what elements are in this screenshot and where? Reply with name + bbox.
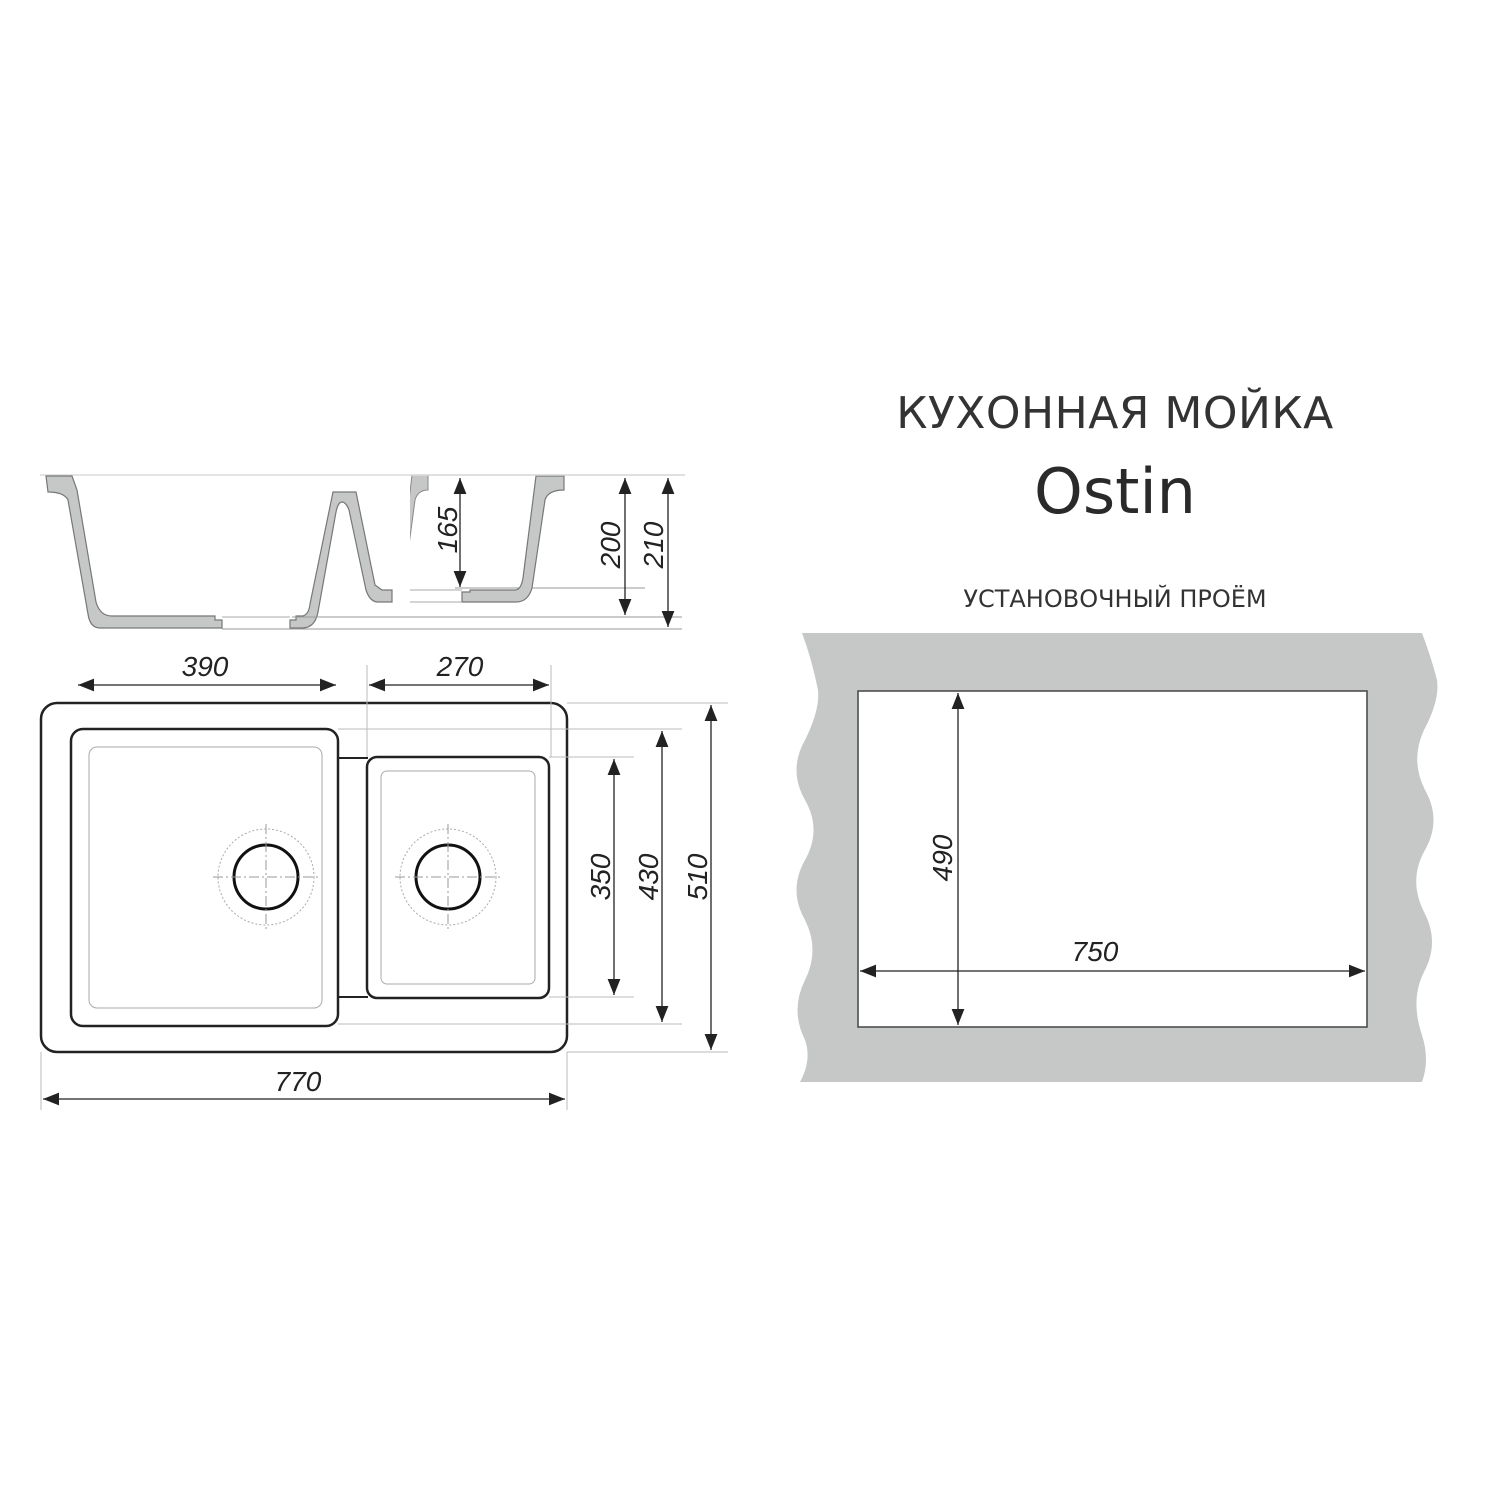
drain-small-icon [395,824,501,930]
product-type-title: КУХОННАЯ МОЙКА [896,388,1334,439]
dim-depth-main: 200 [595,521,626,569]
dim-cutout-width: 750 [1072,936,1119,967]
top-view [39,665,728,1110]
model-name: Ostin [1034,455,1196,528]
dim-large-bowl-length: 430 [633,853,664,900]
dim-large-bowl-width: 390 [182,651,229,682]
cutout-label: УСТАНОВОЧНЫЙ ПРОЁМ [963,585,1267,613]
dim-small-bowl-length: 350 [585,853,616,900]
drain-large-icon [213,824,319,930]
dim-overall-width: 770 [275,1066,322,1097]
dim-depth-total: 210 [638,521,669,569]
dim-small-bowl-width: 270 [436,651,484,682]
large-bowl [69,727,340,1028]
countertop-cutout [796,633,1438,1082]
dim-overall-length: 510 [682,853,713,900]
dim-cutout-height: 490 [927,834,958,881]
side-view-clean [40,474,685,630]
dim-bowl-depth: 165 [432,506,463,553]
